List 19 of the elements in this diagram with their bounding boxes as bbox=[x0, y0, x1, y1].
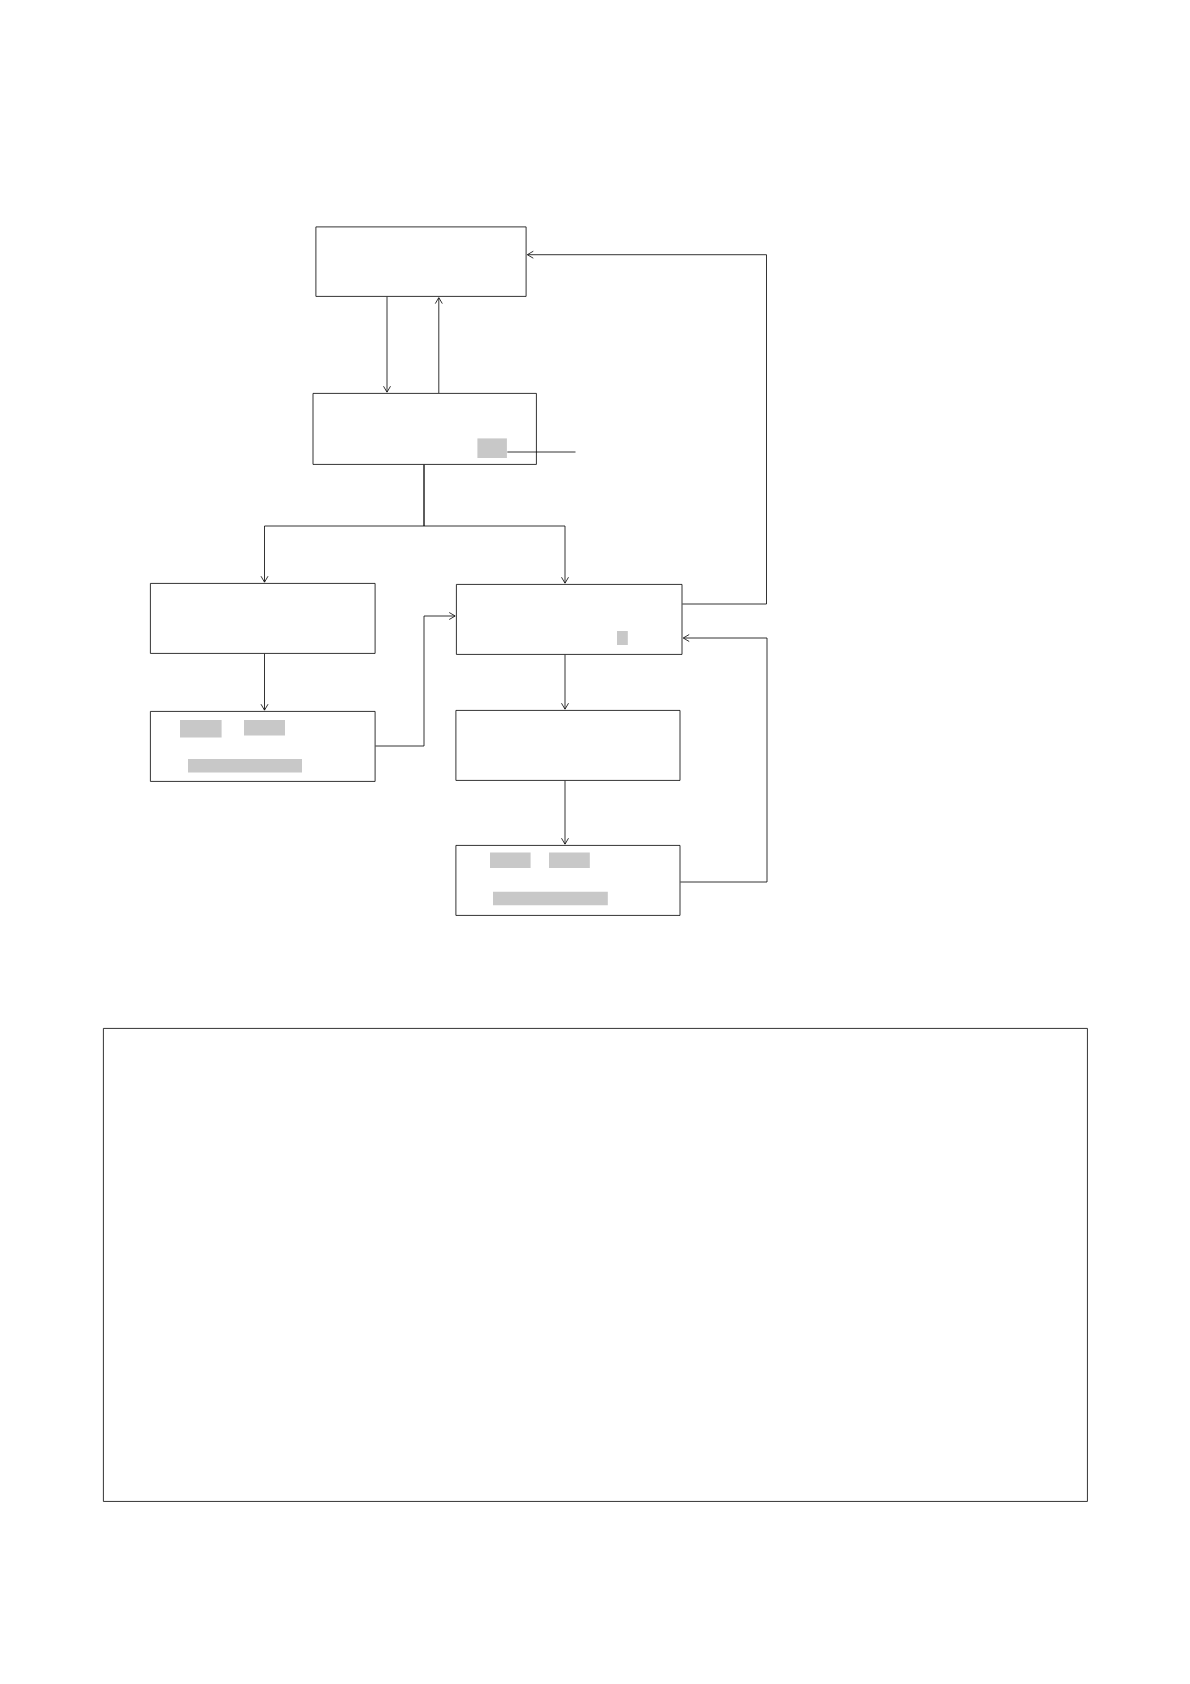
process-box bbox=[103, 1028, 1088, 1502]
leader-line bbox=[506, 451, 576, 453]
arrow bbox=[680, 634, 768, 883]
arrow bbox=[375, 612, 456, 747]
process-box bbox=[455, 845, 681, 916]
process-box bbox=[150, 583, 376, 654]
arrow bbox=[383, 296, 391, 393]
arrow bbox=[434, 297, 443, 394]
arrow bbox=[260, 653, 269, 711]
placeholder-bar bbox=[477, 438, 507, 458]
arrow bbox=[526, 250, 767, 605]
process-box bbox=[312, 393, 537, 465]
arrow bbox=[423, 464, 569, 584]
process-box bbox=[456, 584, 683, 655]
arrow bbox=[561, 780, 569, 845]
arrow bbox=[561, 654, 569, 710]
process-box bbox=[315, 226, 527, 297]
process-box bbox=[455, 710, 681, 781]
process-box bbox=[150, 711, 376, 782]
